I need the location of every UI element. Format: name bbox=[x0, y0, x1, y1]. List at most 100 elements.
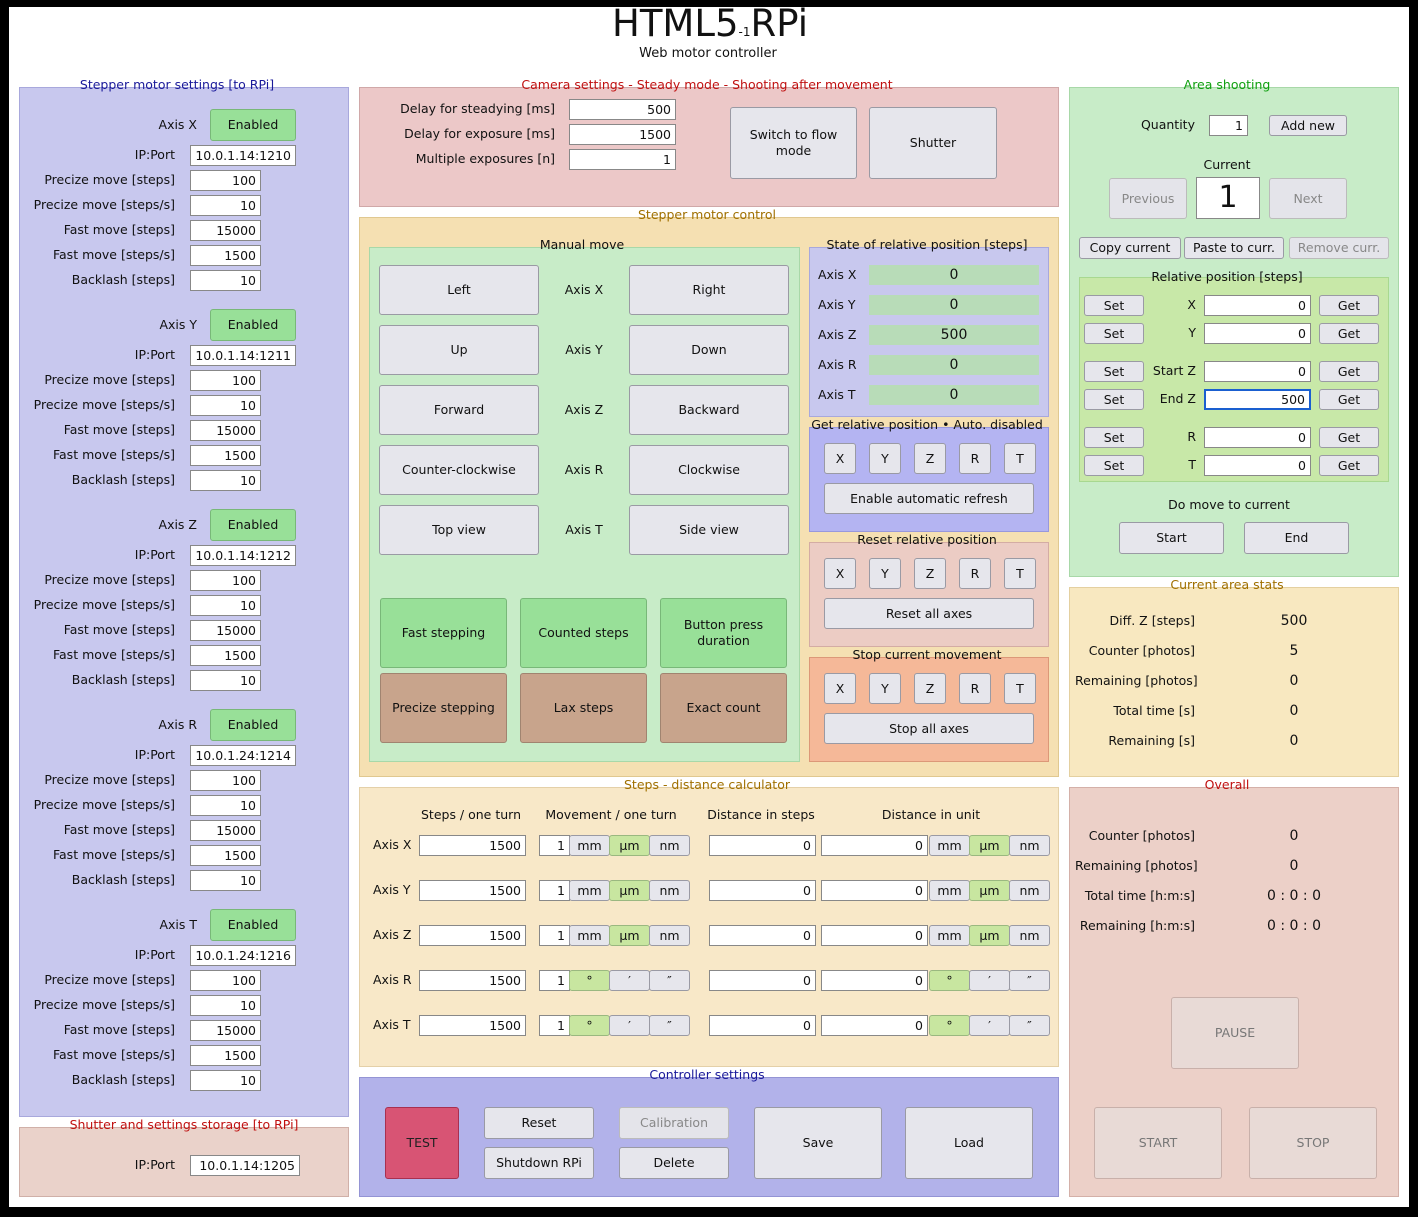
move-up-button[interactable]: Up bbox=[379, 325, 539, 375]
set-button[interactable]: Set bbox=[1084, 389, 1144, 410]
setting-input[interactable]: 1500 bbox=[190, 245, 261, 266]
move-left-button[interactable]: Left bbox=[379, 265, 539, 315]
movement-unit-button[interactable]: mm bbox=[569, 880, 610, 901]
reset-t-button[interactable]: T bbox=[1004, 558, 1036, 589]
steps-per-turn-input[interactable]: 1500 bbox=[419, 880, 526, 901]
set-button[interactable]: Set bbox=[1084, 295, 1144, 316]
enable-automatic-refresh-button[interactable]: Enable automatic refresh bbox=[824, 483, 1034, 514]
get-relative-t-button[interactable]: T bbox=[1004, 443, 1036, 474]
setting-input[interactable]: 10 bbox=[190, 795, 261, 816]
reset-button[interactable]: Reset bbox=[484, 1107, 594, 1139]
move-forward-button[interactable]: Forward bbox=[379, 385, 539, 435]
axis-enabled-toggle[interactable]: Enabled bbox=[210, 909, 296, 941]
setting-input[interactable]: 1500 bbox=[190, 845, 261, 866]
setting-input[interactable]: 15000 bbox=[190, 820, 261, 841]
stop-t-button[interactable]: T bbox=[1004, 673, 1036, 704]
previous-button[interactable]: Previous bbox=[1109, 178, 1187, 219]
steps-per-turn-input[interactable]: 1500 bbox=[419, 1015, 526, 1036]
setting-input[interactable]: 10 bbox=[190, 470, 261, 491]
paste-to-current-button[interactable]: Paste to curr. bbox=[1184, 237, 1284, 259]
setting-input[interactable]: 10 bbox=[190, 595, 261, 616]
relative-position-input[interactable]: 0 bbox=[1204, 455, 1311, 476]
get-relative-x-button[interactable]: X bbox=[824, 443, 856, 474]
distance-unit-button[interactable]: μm bbox=[969, 925, 1010, 946]
distance-unit-button[interactable]: mm bbox=[929, 925, 970, 946]
setting-input[interactable]: 10 bbox=[190, 670, 261, 691]
mode-counted-steps-button[interactable]: Counted steps bbox=[520, 598, 647, 668]
movement-unit-button[interactable]: nm bbox=[649, 925, 690, 946]
get-button[interactable]: Get bbox=[1319, 455, 1379, 476]
movement-unit-button[interactable]: ° bbox=[569, 1015, 610, 1036]
setting-input[interactable]: 100 bbox=[190, 970, 261, 991]
setting-input[interactable]: 10 bbox=[190, 1070, 261, 1091]
distance-unit-button[interactable]: ″ bbox=[1009, 970, 1050, 991]
stop-all-axes-button[interactable]: Stop all axes bbox=[824, 713, 1034, 744]
set-button[interactable]: Set bbox=[1084, 361, 1144, 382]
load-button[interactable]: Load bbox=[905, 1107, 1033, 1179]
setting-input[interactable]: 1500 bbox=[190, 645, 261, 666]
move-end-button[interactable]: End bbox=[1244, 522, 1349, 554]
camera-setting-input[interactable]: 500 bbox=[569, 99, 676, 120]
move-counter-clockwise-button[interactable]: Counter-clockwise bbox=[379, 445, 539, 495]
setting-input[interactable]: 10 bbox=[190, 995, 261, 1016]
setting-input[interactable]: 10 bbox=[190, 195, 261, 216]
movement-per-turn-input[interactable]: 1 bbox=[539, 880, 570, 901]
get-relative-z-button[interactable]: Z bbox=[914, 443, 946, 474]
movement-unit-button[interactable]: μm bbox=[609, 880, 650, 901]
ip-port-input[interactable]: 10.0.1.14:1210 bbox=[190, 145, 296, 166]
reset-r-button[interactable]: R bbox=[959, 558, 991, 589]
movement-unit-button[interactable]: nm bbox=[649, 880, 690, 901]
get-button[interactable]: Get bbox=[1319, 389, 1379, 410]
switch-to-flow-mode-button[interactable]: Switch to flow mode bbox=[730, 107, 857, 179]
distance-steps-input[interactable]: 0 bbox=[709, 835, 816, 856]
setting-input[interactable]: 15000 bbox=[190, 620, 261, 641]
movement-unit-button[interactable]: nm bbox=[649, 835, 690, 856]
setting-input[interactable]: 10 bbox=[190, 270, 261, 291]
shutter-button[interactable]: Shutter bbox=[869, 107, 997, 179]
reset-all-axes-button[interactable]: Reset all axes bbox=[824, 598, 1034, 629]
distance-unit-input[interactable]: 0 bbox=[821, 835, 928, 856]
axis-enabled-toggle[interactable]: Enabled bbox=[210, 309, 296, 341]
stop-button[interactable]: STOP bbox=[1249, 1107, 1377, 1179]
movement-per-turn-input[interactable]: 1 bbox=[539, 925, 570, 946]
calibration-button[interactable]: Calibration bbox=[619, 1107, 729, 1139]
ip-port-input[interactable]: 10.0.1.24:1214 bbox=[190, 745, 296, 766]
movement-unit-button[interactable]: mm bbox=[569, 835, 610, 856]
axis-enabled-toggle[interactable]: Enabled bbox=[210, 509, 296, 541]
start-button[interactable]: START bbox=[1094, 1107, 1222, 1179]
next-button[interactable]: Next bbox=[1269, 178, 1347, 219]
distance-unit-button[interactable]: mm bbox=[929, 880, 970, 901]
distance-unit-input[interactable]: 0 bbox=[821, 925, 928, 946]
movement-unit-button[interactable]: ″ bbox=[649, 970, 690, 991]
setting-input[interactable]: 100 bbox=[190, 370, 261, 391]
get-button[interactable]: Get bbox=[1319, 361, 1379, 382]
save-button[interactable]: Save bbox=[754, 1107, 882, 1179]
distance-unit-button[interactable]: ° bbox=[929, 970, 970, 991]
movement-unit-button[interactable]: ′ bbox=[609, 970, 650, 991]
ip-port-input[interactable]: 10.0.1.14:1211 bbox=[190, 345, 296, 366]
set-button[interactable]: Set bbox=[1084, 323, 1144, 344]
reset-y-button[interactable]: Y bbox=[869, 558, 901, 589]
relative-position-input[interactable]: 0 bbox=[1204, 427, 1311, 448]
distance-unit-button[interactable]: ′ bbox=[969, 970, 1010, 991]
test-button[interactable]: TEST bbox=[385, 1107, 459, 1179]
setting-input[interactable]: 100 bbox=[190, 170, 261, 191]
move-side-view-button[interactable]: Side view bbox=[629, 505, 789, 555]
move-down-button[interactable]: Down bbox=[629, 325, 789, 375]
get-relative-r-button[interactable]: R bbox=[959, 443, 991, 474]
steps-per-turn-input[interactable]: 1500 bbox=[419, 835, 526, 856]
set-button[interactable]: Set bbox=[1084, 455, 1144, 476]
setting-input[interactable]: 10 bbox=[190, 395, 261, 416]
move-top-view-button[interactable]: Top view bbox=[379, 505, 539, 555]
distance-unit-button[interactable]: ″ bbox=[1009, 1015, 1050, 1036]
reset-z-button[interactable]: Z bbox=[914, 558, 946, 589]
stop-x-button[interactable]: X bbox=[824, 673, 856, 704]
stop-r-button[interactable]: R bbox=[959, 673, 991, 704]
camera-setting-input[interactable]: 1500 bbox=[569, 124, 676, 145]
distance-steps-input[interactable]: 0 bbox=[709, 925, 816, 946]
move-right-button[interactable]: Right bbox=[629, 265, 789, 315]
distance-steps-input[interactable]: 0 bbox=[709, 1015, 816, 1036]
set-button[interactable]: Set bbox=[1084, 427, 1144, 448]
movement-unit-button[interactable]: ″ bbox=[649, 1015, 690, 1036]
add-new-button[interactable]: Add new bbox=[1269, 115, 1347, 136]
